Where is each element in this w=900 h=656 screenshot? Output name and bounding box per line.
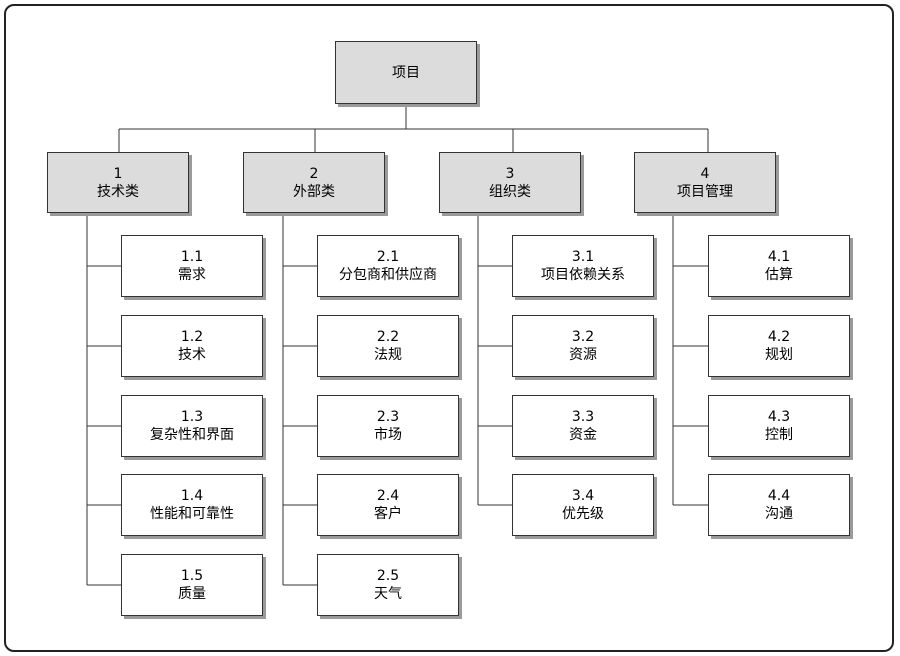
subcategory-label: 规划 (765, 347, 793, 363)
subcategory-number: 2.5 (376, 568, 400, 584)
subcategory-number: 1.3 (180, 409, 204, 425)
subcategory-number: 3.3 (571, 409, 595, 425)
subcategory-number: 3.1 (571, 249, 595, 265)
subcategory-label: 分包商和供应商 (339, 267, 437, 283)
subcategory-number: 4.4 (767, 488, 791, 504)
root-label: 项目 (392, 64, 420, 81)
category-label: 技术类 (97, 183, 139, 200)
subcategory-number: 1.4 (180, 488, 204, 504)
subcategory-label: 质量 (178, 586, 206, 602)
subcategory-number: 2.1 (376, 249, 400, 265)
subcategory-node-1-2: 1.2 技术 (121, 315, 263, 377)
subcategory-number: 1.5 (180, 568, 204, 584)
subcategory-node-4-4: 4.4 沟通 (708, 474, 850, 536)
subcategory-number: 4.3 (767, 409, 791, 425)
subcategory-number: 2.2 (376, 329, 400, 345)
subcategory-label: 控制 (765, 427, 793, 443)
subcategory-number: 3.4 (571, 488, 595, 504)
subcategory-number: 4.1 (767, 249, 791, 265)
subcategory-number: 3.2 (571, 329, 595, 345)
subcategory-node-2-4: 2.4 客户 (317, 474, 459, 536)
subcategory-label: 法规 (374, 347, 402, 363)
subcategory-node-3-4: 3.4 优先级 (512, 474, 654, 536)
subcategory-node-3-1: 3.1 项目依赖关系 (512, 235, 654, 297)
subcategory-label: 优先级 (562, 506, 604, 522)
category-number: 2 (309, 165, 319, 182)
category-node-3: 3 组织类 (439, 152, 581, 213)
subcategory-node-1-4: 1.4 性能和可靠性 (121, 474, 263, 536)
subcategory-number: 1.1 (180, 249, 204, 265)
category-node-4: 4 项目管理 (634, 152, 776, 213)
subcategory-node-3-3: 3.3 资金 (512, 395, 654, 457)
subcategory-label: 复杂性和界面 (150, 427, 234, 443)
subcategory-node-2-1: 2.1 分包商和供应商 (317, 235, 459, 297)
subcategory-label: 天气 (374, 586, 402, 602)
subcategory-node-4-1: 4.1 估算 (708, 235, 850, 297)
subcategory-node-2-3: 2.3 市场 (317, 395, 459, 457)
subcategory-node-3-2: 3.2 资源 (512, 315, 654, 377)
category-label: 项目管理 (677, 183, 733, 200)
subcategory-number: 2.4 (376, 488, 400, 504)
subcategory-label: 估算 (765, 267, 793, 283)
subcategory-node-2-2: 2.2 法规 (317, 315, 459, 377)
subcategory-label: 技术 (178, 347, 206, 363)
root-node: 项目 (335, 41, 477, 104)
subcategory-number: 2.3 (376, 409, 400, 425)
category-number: 4 (700, 165, 710, 182)
subcategory-label: 项目依赖关系 (541, 267, 625, 283)
subcategory-label: 资源 (569, 347, 597, 363)
subcategory-label: 沟通 (765, 506, 793, 522)
subcategory-label: 资金 (569, 427, 597, 443)
category-node-1: 1 技术类 (47, 152, 189, 213)
subcategory-node-1-1: 1.1 需求 (121, 235, 263, 297)
subcategory-node-2-5: 2.5 天气 (317, 554, 459, 616)
subcategory-label: 需求 (178, 267, 206, 283)
category-number: 1 (113, 165, 123, 182)
category-label: 组织类 (489, 183, 531, 200)
category-node-2: 2 外部类 (243, 152, 385, 213)
subcategory-number: 4.2 (767, 329, 791, 345)
subcategory-node-4-3: 4.3 控制 (708, 395, 850, 457)
category-label: 外部类 (293, 183, 335, 200)
subcategory-label: 市场 (374, 427, 402, 443)
category-number: 3 (505, 165, 515, 182)
subcategory-label: 客户 (374, 506, 402, 522)
subcategory-label: 性能和可靠性 (150, 506, 234, 522)
subcategory-number: 1.2 (180, 329, 204, 345)
subcategory-node-4-2: 4.2 规划 (708, 315, 850, 377)
subcategory-node-1-5: 1.5 质量 (121, 554, 263, 616)
subcategory-node-1-3: 1.3 复杂性和界面 (121, 395, 263, 457)
